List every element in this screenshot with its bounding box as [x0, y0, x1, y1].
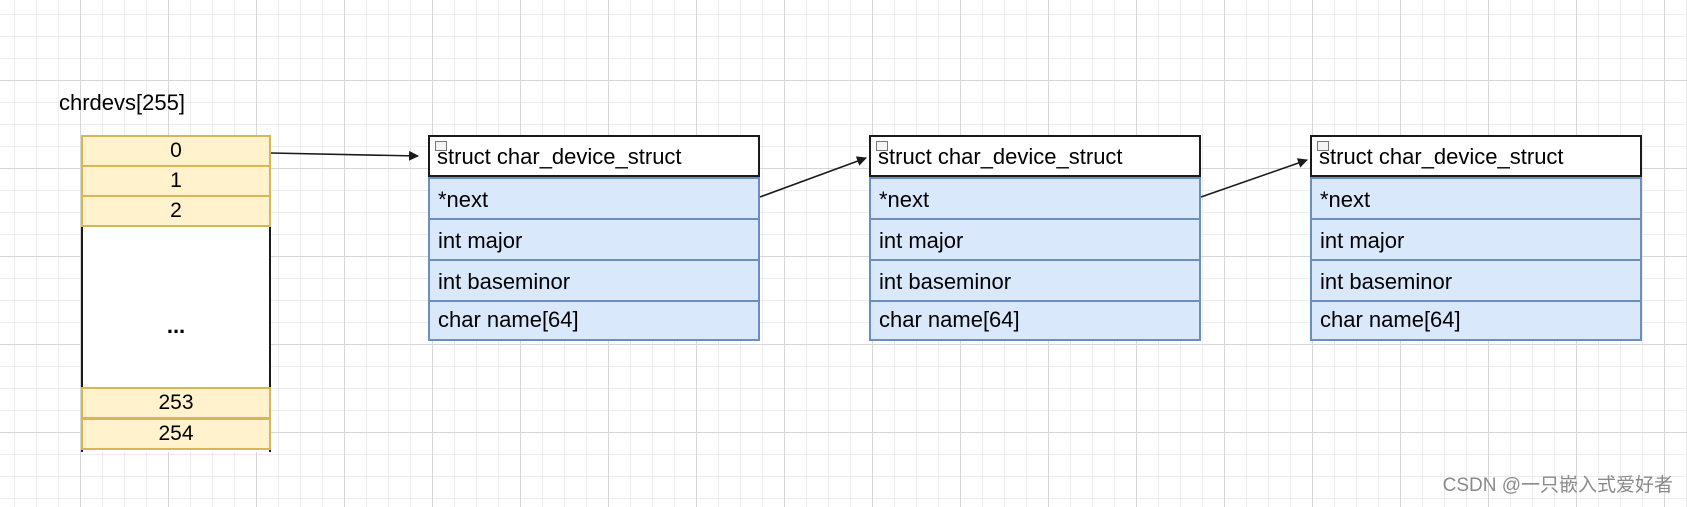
struct-field-baseminor[interactable]: int baseminor	[1312, 259, 1640, 300]
array-cell-0[interactable]: 0	[81, 135, 271, 167]
array-title: chrdevs[255]	[59, 90, 185, 115]
struct-field-name[interactable]: char name[64]	[871, 300, 1199, 339]
struct-field-next[interactable]: *next	[871, 177, 1199, 218]
struct-title: struct char_device_struct	[878, 144, 1123, 169]
array-cell-2[interactable]: 2	[81, 195, 271, 227]
struct-field-next[interactable]: *next	[1312, 177, 1640, 218]
struct-field-major[interactable]: int major	[871, 218, 1199, 259]
struct-box-2[interactable]: struct char_device_struct *next int majo…	[869, 135, 1201, 341]
struct-field-name[interactable]: char name[64]	[1312, 300, 1640, 339]
arrow-struct-2-to-struct-3[interactable]	[1200, 158, 1308, 198]
collapse-icon[interactable]	[876, 141, 888, 151]
struct-title: struct char_device_struct	[1319, 144, 1564, 169]
struct-field-baseminor[interactable]: int baseminor	[871, 259, 1199, 300]
struct-header[interactable]: struct char_device_struct	[1310, 135, 1642, 177]
watermark: CSDN @一只嵌入式爱好者	[1442, 475, 1673, 496]
struct-box-3[interactable]: struct char_device_struct *next int majo…	[1310, 135, 1642, 341]
struct-header[interactable]: struct char_device_struct	[428, 135, 760, 177]
array-cell-1[interactable]: 1	[81, 165, 271, 197]
array-ellipsis: ...	[166, 313, 186, 338]
struct-field-major[interactable]: int major	[430, 218, 758, 259]
arrow-array-to-struct-1[interactable]	[270, 150, 419, 161]
struct-field-next[interactable]: *next	[430, 177, 758, 218]
collapse-icon[interactable]	[435, 141, 447, 151]
struct-field-name[interactable]: char name[64]	[430, 300, 758, 339]
struct-box-1[interactable]: struct char_device_struct *next int majo…	[428, 135, 760, 341]
struct-header[interactable]: struct char_device_struct	[869, 135, 1201, 177]
arrow-struct-1-to-struct-2[interactable]	[759, 156, 867, 198]
struct-field-major[interactable]: int major	[1312, 218, 1640, 259]
collapse-icon[interactable]	[1317, 141, 1329, 151]
struct-title: struct char_device_struct	[437, 144, 682, 169]
struct-field-baseminor[interactable]: int baseminor	[430, 259, 758, 300]
array-cell-254[interactable]: 254	[81, 418, 271, 450]
chrdevs-array[interactable]: 0 1 2 ... 253 254	[81, 135, 271, 452]
